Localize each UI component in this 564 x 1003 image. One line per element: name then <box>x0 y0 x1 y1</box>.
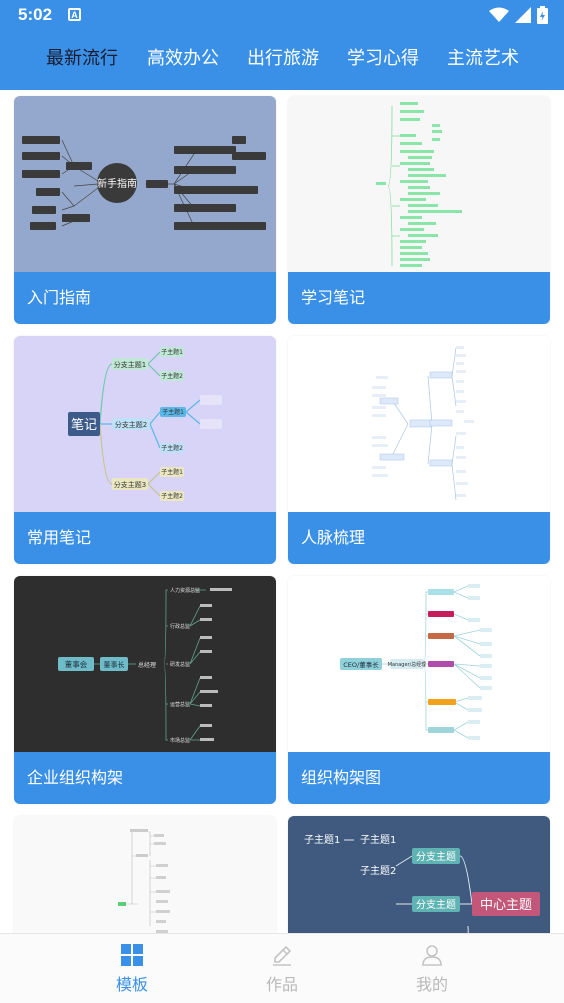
svg-text:子主题1: 子主题1 <box>162 408 184 416</box>
template-title: 人脉梳理 <box>288 512 550 564</box>
battery-icon <box>537 6 548 24</box>
profile-person-icon <box>422 945 442 966</box>
mindmap-center-label: 新手指南 <box>97 177 137 190</box>
template-thumbnail: 新手指南 <box>14 96 276 272</box>
template-grid[interactable]: 新手指南 入门指南 <box>0 90 564 933</box>
template-thumbnail: 笔记 分支主题1 分支主题2 分支主题3 子主题1 子主题2 子主题1 子主题2… <box>14 336 276 512</box>
tab-study[interactable]: 学习心得 <box>347 48 419 69</box>
signal-icon <box>515 7 531 23</box>
svg-text:CEO/董事长: CEO/董事长 <box>343 660 379 669</box>
mindmap-preview: 笔记 分支主题1 分支主题2 分支主题3 子主题1 子主题2 子主题1 子主题2… <box>68 347 222 501</box>
template-title: 企业组织构架 <box>14 752 276 804</box>
works-pencil-icon <box>273 945 292 966</box>
bottom-navigation: 模板 作品 我的 <box>0 933 564 1003</box>
nav-works[interactable]: 作品 <box>232 934 332 1003</box>
svg-text:分支主题2: 分支主题2 <box>115 420 147 429</box>
svg-text:子主题2: 子主题2 <box>161 492 183 500</box>
nav-label: 模板 <box>115 975 148 994</box>
mindmap-preview: 董事会 董事长 总经理 人力资源总监 行政总监 研发总监 运营总监 市场总监 <box>58 587 232 744</box>
nav-templates[interactable]: 模板 <box>82 934 182 1003</box>
status-bar: 5:02 A <box>0 0 564 30</box>
template-card-network[interactable]: 人脉梳理 <box>288 336 550 564</box>
template-thumbnail: CEO/董事长 Manager/总经理 <box>288 576 550 752</box>
category-tabs: 最新流行 高效办公 出行旅游 学习心得 主流艺术 <box>0 44 564 80</box>
template-thumbnail: 董事会 董事长 总经理 人力资源总监 行政总监 研发总监 运营总监 市场总监 <box>14 576 276 752</box>
mindmap-preview <box>372 346 474 501</box>
status-time: 5:02 <box>18 5 53 24</box>
svg-text:分支主题3: 分支主题3 <box>114 480 146 489</box>
svg-text:人力资源总监: 人力资源总监 <box>170 587 200 594</box>
template-card-org-chart[interactable]: CEO/董事长 Manager/总经理 组织构架图 <box>288 576 550 804</box>
svg-text:笔记: 笔记 <box>71 417 97 433</box>
template-thumbnail <box>288 336 550 512</box>
template-thumbnail: 子主题1 子主题1 子主题2 分支主题 分支主题 中心主题 <box>288 816 550 933</box>
svg-text:董事会: 董事会 <box>65 659 88 669</box>
tab-travel[interactable]: 出行旅游 <box>247 48 319 69</box>
template-card-beginner-guide[interactable]: 新手指南 入门指南 <box>14 96 276 324</box>
nav-label: 作品 <box>265 975 298 994</box>
notification-a-icon: A <box>68 8 81 21</box>
tab-office[interactable]: 高效办公 <box>147 48 219 69</box>
template-grid-icon <box>121 944 143 966</box>
svg-text:行政总监: 行政总监 <box>170 623 190 630</box>
template-card-common-notes[interactable]: 笔记 分支主题1 分支主题2 分支主题3 子主题1 子主题2 子主题1 子主题2… <box>14 336 276 564</box>
svg-text:子主题2: 子主题2 <box>161 372 183 380</box>
mindmap-preview: 新手指南 <box>22 136 266 230</box>
svg-text:子主题2: 子主题2 <box>360 865 396 877</box>
nav-profile[interactable]: 我的 <box>382 934 482 1003</box>
wifi-icon <box>489 7 509 22</box>
svg-text:市场总监: 市场总监 <box>170 737 190 744</box>
template-thumbnail <box>288 96 550 272</box>
svg-text:董事长: 董事长 <box>104 660 125 669</box>
svg-text:子主题1: 子主题1 <box>360 834 396 846</box>
nav-label: 我的 <box>415 975 448 994</box>
svg-text:分支主题: 分支主题 <box>416 899 456 911</box>
svg-text:研发总监: 研发总监 <box>170 661 190 668</box>
svg-text:分支主题: 分支主题 <box>416 851 456 863</box>
status-icons <box>489 6 548 24</box>
template-title: 组织构架图 <box>288 752 550 804</box>
mindmap-preview <box>118 829 170 933</box>
template-title: 常用笔记 <box>14 512 276 564</box>
svg-text:分支主题1: 分支主题1 <box>114 360 146 369</box>
svg-text:子主题1: 子主题1 <box>161 468 183 476</box>
template-card-enterprise-org[interactable]: 董事会 董事长 总经理 人力资源总监 行政总监 研发总监 运营总监 市场总监 <box>14 576 276 804</box>
tab-latest[interactable]: 最新流行 <box>46 48 118 69</box>
svg-text:子主题2: 子主题2 <box>161 444 183 452</box>
svg-text:中心主题: 中心主题 <box>480 898 532 913</box>
tab-art[interactable]: 主流艺术 <box>447 48 519 69</box>
svg-text:总经理: 总经理 <box>138 661 156 669</box>
svg-text:Manager/总经理: Manager/总经理 <box>388 661 427 668</box>
mindmap-preview: CEO/董事长 Manager/总经理 <box>340 584 492 740</box>
svg-text:子主题1: 子主题1 <box>304 834 340 846</box>
template-card-7[interactable] <box>14 816 276 933</box>
template-card-8[interactable]: 子主题1 子主题1 子主题2 分支主题 分支主题 中心主题 <box>288 816 550 933</box>
top-app-bar: 5:02 A 最新流行 高效办公 出行旅游 学习心得 主流艺术 <box>0 0 564 90</box>
mindmap-preview: 子主题1 子主题1 子主题2 分支主题 分支主题 中心主题 <box>304 834 540 933</box>
mindmap-preview <box>376 102 462 267</box>
template-thumbnail <box>14 816 276 933</box>
svg-text:子主题1: 子主题1 <box>161 348 183 356</box>
template-card-study-notes[interactable]: 学习笔记 <box>288 96 550 324</box>
template-title: 学习笔记 <box>288 272 550 324</box>
template-title: 入门指南 <box>14 272 276 324</box>
svg-text:运营总监: 运营总监 <box>170 701 190 708</box>
